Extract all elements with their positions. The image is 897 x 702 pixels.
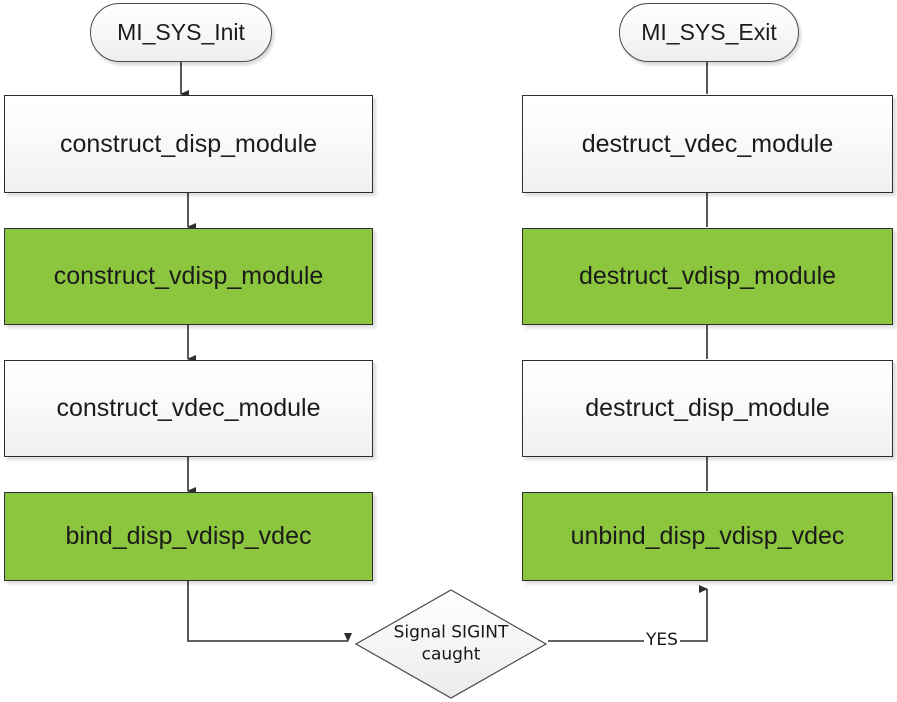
node-unbind-disp-vdisp-vdec-label: unbind_disp_vdisp_vdec: [570, 522, 845, 550]
node-destruct-disp-module-label: destruct_disp_module: [585, 394, 830, 422]
decision-diamond-shape: [354, 589, 548, 699]
node-destruct-vdec-module[interactable]: destruct_vdec_module: [522, 95, 893, 193]
end-terminator[interactable]: MI_SYS_Exit: [619, 3, 799, 62]
node-bind-disp-vdisp-vdec[interactable]: bind_disp_vdisp_vdec: [4, 492, 373, 581]
node-construct-vdisp-module-label: construct_vdisp_module: [53, 262, 324, 290]
start-terminator-label: MI_SYS_Init: [117, 19, 245, 45]
edge-label-yes-text: YES: [646, 630, 678, 650]
edge-bind-to-decision: [187, 581, 352, 642]
start-terminator[interactable]: MI_SYS_Init: [90, 3, 272, 62]
decision-signal-sigint-caught[interactable]: Signal SIGINT caught: [352, 586, 550, 702]
node-construct-vdec-module[interactable]: construct_vdec_module: [4, 360, 373, 457]
node-destruct-vdisp-module-label: destruct_vdisp_module: [578, 262, 837, 290]
node-unbind-disp-vdisp-vdec[interactable]: unbind_disp_vdisp_vdec: [522, 492, 893, 581]
node-construct-vdec-module-label: construct_vdec_module: [56, 394, 321, 422]
node-destruct-disp-module[interactable]: destruct_disp_module: [522, 360, 893, 457]
end-terminator-label: MI_SYS_Exit: [641, 19, 777, 45]
edge-label-yes: YES: [644, 632, 680, 649]
node-bind-disp-vdisp-vdec-label: bind_disp_vdisp_vdec: [65, 522, 312, 550]
node-construct-vdisp-module[interactable]: construct_vdisp_module: [4, 228, 373, 325]
node-construct-disp-module-label: construct_disp_module: [59, 129, 318, 158]
node-construct-disp-module[interactable]: construct_disp_module: [4, 95, 373, 193]
edge-decision-yes-to-unbind: [548, 585, 708, 642]
node-destruct-vdisp-module[interactable]: destruct_vdisp_module: [522, 228, 893, 325]
node-destruct-vdec-module-label: destruct_vdec_module: [581, 129, 834, 158]
